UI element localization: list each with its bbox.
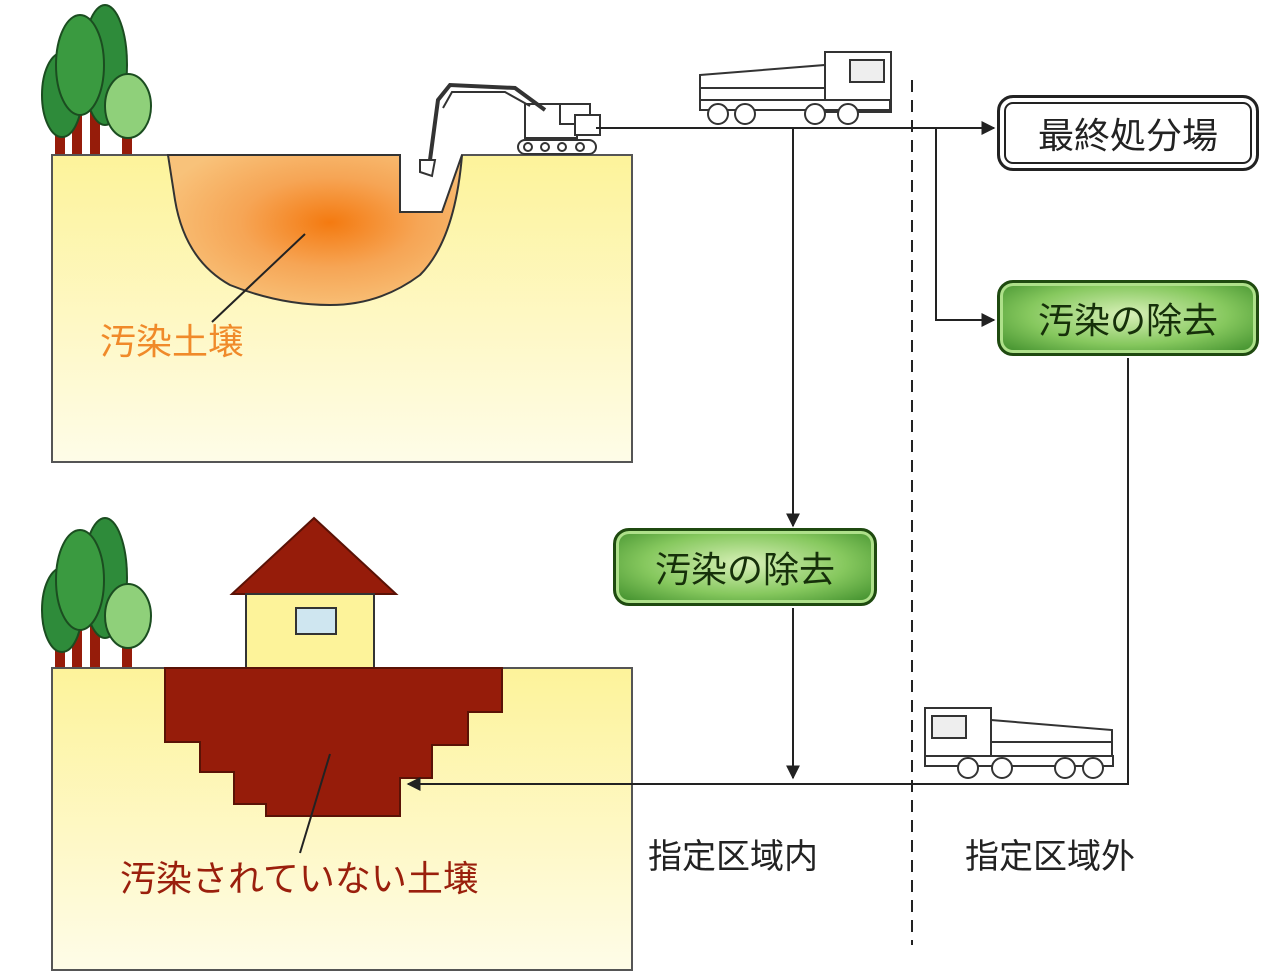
uncontaminated-soil-label: 汚染されていない土壌: [120, 859, 479, 900]
onsite-removal-label: 汚染の除去: [654, 550, 835, 591]
inside-area-label: 指定区域内: [648, 837, 818, 877]
dump-truck-top-icon: [699, 51, 892, 125]
clean-soil-leader: [299, 753, 331, 854]
contaminated-soil-leader: [211, 233, 306, 323]
contaminated-soil-label: 汚染土壌: [100, 322, 245, 363]
dump-truck-bottom-icon: [924, 707, 1114, 779]
offsite-removal-box: 汚染の除去: [997, 280, 1259, 356]
top-trees: [41, 4, 152, 156]
offsite-removal-label: 汚染の除去: [1037, 301, 1218, 342]
clean-soil-backfill: [164, 667, 503, 817]
excavator-icon: [419, 82, 601, 178]
house-icon: [229, 516, 399, 671]
outside-area-label: 指定区域外: [965, 837, 1135, 877]
excavation-pit: [166, 154, 463, 307]
onsite-removal-box: 汚染の除去: [613, 528, 877, 606]
arrow-to-offsite-removal: [935, 128, 996, 327]
final-disposal-label: 最終処分場: [1037, 116, 1218, 157]
arrow-return-to-site: [406, 358, 1129, 791]
final-disposal-box: 最終処分場: [997, 95, 1259, 171]
bottom-trees: [41, 517, 152, 670]
